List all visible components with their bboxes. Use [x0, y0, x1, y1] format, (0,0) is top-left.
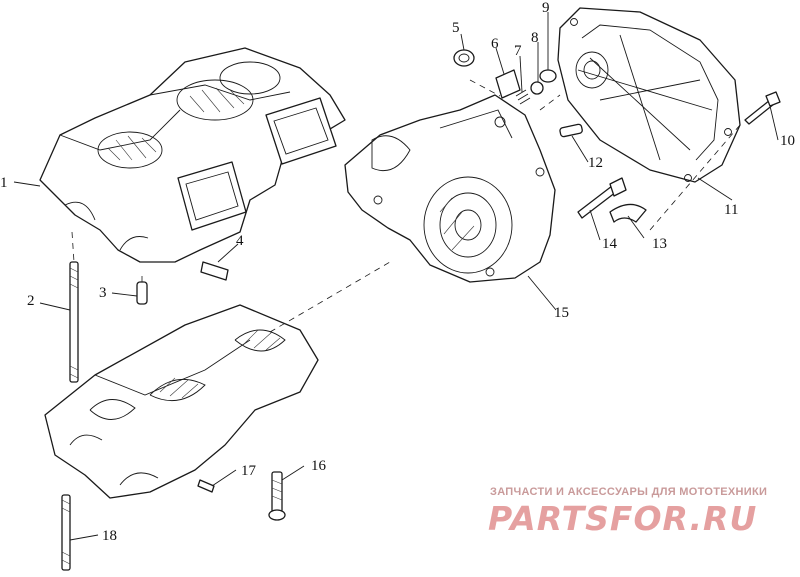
- callout-1: 1: [0, 175, 8, 191]
- callout-labels: 1 2 3 4 5 6 7 8 9 10 11 12 13 14 15 16 1…: [0, 0, 795, 544]
- callout-16: 16: [311, 458, 327, 474]
- callout-3: 3: [99, 285, 107, 301]
- alignment-lines: [71, 79, 741, 333]
- callout-15: 15: [554, 305, 569, 321]
- callout-17: 17: [241, 463, 257, 479]
- leader-lines: [13, 12, 779, 541]
- callout-9: 9: [542, 0, 550, 16]
- callout-2: 2: [27, 293, 35, 309]
- upper-crankcase: [39, 47, 346, 263]
- callout-4: 4: [236, 233, 244, 249]
- callout-8: 8: [531, 30, 539, 46]
- rotary-valve-housing: [344, 94, 556, 283]
- watermark-logo: PARTSFOR.RU: [488, 499, 757, 538]
- small-parts: [61, 49, 781, 571]
- callout-11: 11: [724, 202, 738, 218]
- watermark: ЗАПЧАСТИ И АКСЕССУАРЫ ДЛЯ МОТОТЕХНИКИ PA…: [488, 486, 767, 538]
- callout-14: 14: [602, 236, 618, 252]
- callout-6: 6: [491, 36, 499, 52]
- side-cover: [557, 7, 741, 183]
- callout-5: 5: [452, 20, 460, 36]
- callout-13: 13: [652, 236, 667, 252]
- callout-12: 12: [588, 155, 603, 171]
- callout-7: 7: [514, 43, 522, 59]
- callout-10: 10: [780, 133, 795, 149]
- watermark-tagline: ЗАПЧАСТИ И АКСЕССУАРЫ ДЛЯ МОТОТЕХНИКИ: [490, 486, 767, 498]
- callout-18: 18: [102, 528, 117, 544]
- lower-crankcase: [44, 304, 319, 499]
